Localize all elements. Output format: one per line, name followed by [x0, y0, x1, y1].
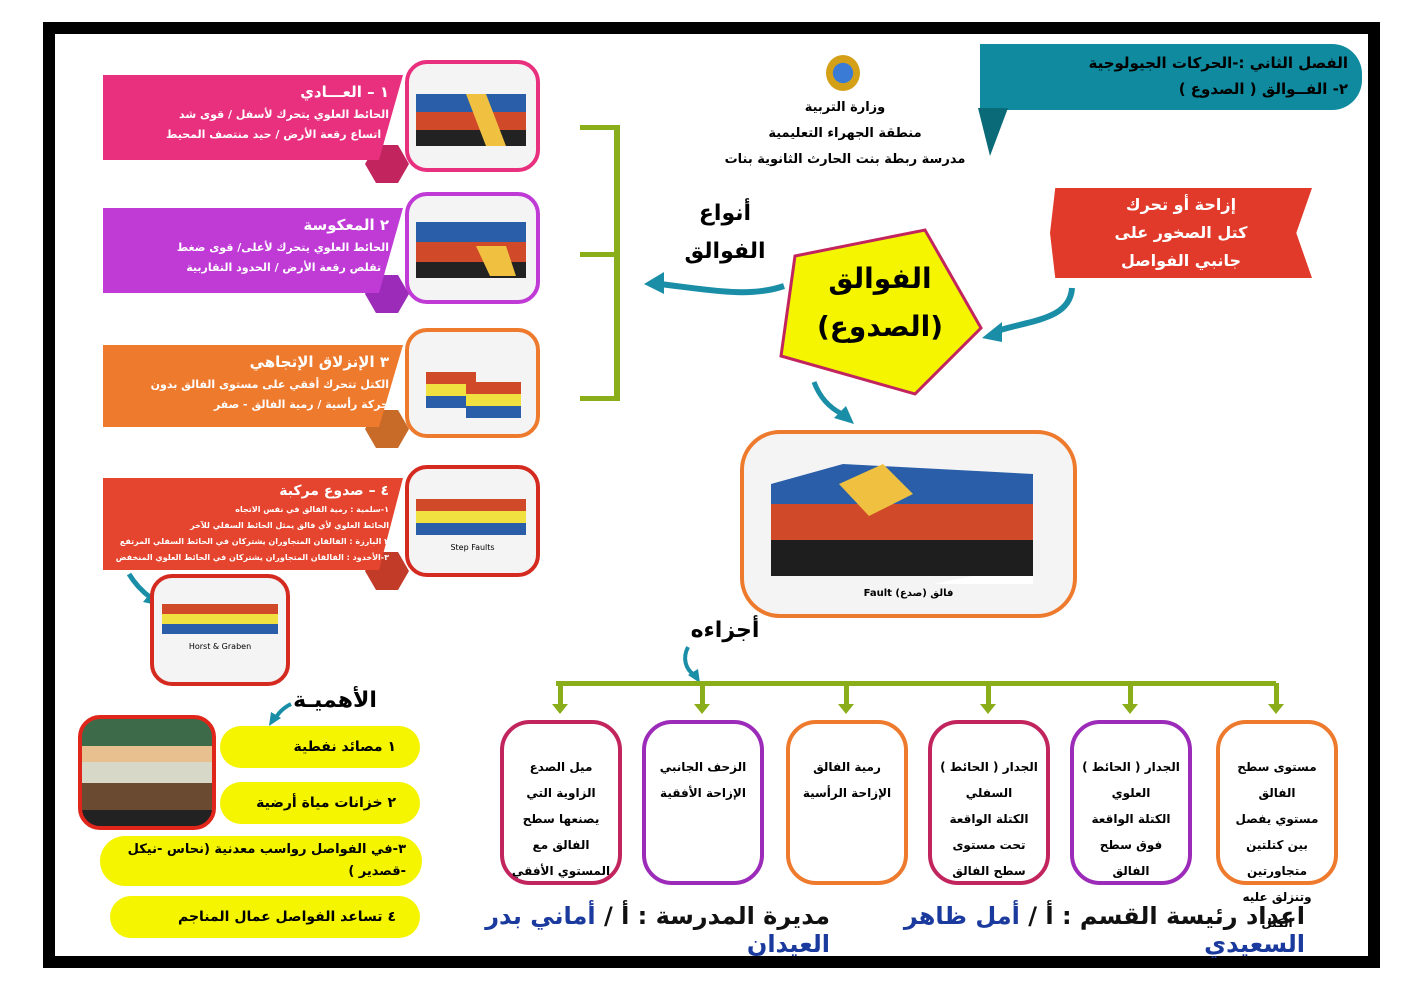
part-desc: مستوي يفصل بين كتلتين متجاورتين وتنزلق ع…: [1235, 812, 1319, 930]
definition-banner: إزاحة أو تحرك كتل الصخور على جانبي الفوا…: [1050, 188, 1312, 278]
center-line1: الفوالق: [828, 262, 932, 295]
bracket-top: [580, 125, 620, 130]
types-label-line2: الفوالق: [684, 239, 766, 264]
bracket-vertical: [614, 125, 620, 400]
part-title: الزحف الجانبي: [659, 760, 747, 774]
part-desc: الكتلة الواقعة فوق سطح الفالق: [1091, 812, 1171, 878]
type-desc: ٣-الأخدود : الفالقان المتجاوران يشتركان …: [115, 553, 389, 562]
arrow-down-icon: [1122, 704, 1138, 714]
step-faults-label: Step Faults: [450, 543, 495, 552]
strike-slip-image: [405, 328, 540, 438]
type-title: ٣ الإنزلاق الإتجاهي: [249, 353, 389, 371]
center-line2: (الصدوع): [817, 310, 943, 343]
bracket-bottom: [580, 396, 620, 401]
type-desc: ١-سلمية : رمية الفالق في نفس الاتجاه: [235, 505, 389, 514]
type-title: ٢ المعكوسة: [303, 216, 389, 234]
footer-principal: مديرة المدرسة : أ / أماني بدر العيدان: [450, 902, 830, 958]
type-reverse: ٢ المعكوسة الحائط العلوي يتحرك لأعلى/ قو…: [103, 208, 403, 293]
head-label: اعداد رئيسة القسم : أ /: [1019, 902, 1305, 930]
emblem-logo: [826, 55, 860, 91]
arrow-down-icon: [694, 704, 710, 714]
type-desc: الكتل تتحرك أفقي على مستوى الفالق بدون: [150, 378, 389, 391]
part-title: ميل الصدع: [529, 760, 593, 774]
arrow-down-icon: [552, 704, 568, 714]
definition-line3: جانبي الفواصل: [1120, 251, 1242, 270]
type-desc: الحائط العلوي لأي فالق يمثل الحائط السفل…: [190, 521, 389, 530]
principal-name: أماني بدر العيدان: [485, 902, 830, 958]
center-title: الفوالق (الصدوع): [790, 255, 970, 351]
part-desc: الإزاحة الأفقية: [660, 786, 746, 800]
part-title: الجدار ( الحائط ) العلوي: [1082, 760, 1180, 800]
type-strike-slip: ٣ الإنزلاق الإتجاهي الكتل تتحرك أفقي على…: [103, 345, 403, 427]
part-title: الجدار ( الحائط ) السفلي: [940, 760, 1038, 800]
district-name: منطقة الجهراء التعليمية: [768, 126, 922, 141]
part-desc: الزاوية التي يصنعها سطح الفالق مع المستو…: [511, 786, 611, 878]
arrow-down-icon: [980, 704, 996, 714]
ministry-name: وزارة التربية: [804, 100, 886, 115]
part-desc: الإزاحة الرأسية: [802, 786, 892, 800]
arrow-icon: [811, 381, 854, 424]
part-title: مستوى سطح الفالق: [1237, 760, 1317, 800]
fault-label: فالق (صدع) Fault: [863, 588, 954, 599]
type-desc: / اتساع رقعة الأرض / حيد منتصف المحيط: [165, 128, 389, 141]
part-box: مستوى سطح الفالق مستوي يفصل بين كتلتين م…: [1216, 720, 1338, 930]
normal-fault-image: [405, 60, 540, 172]
parts-arrow-stem: [844, 683, 849, 707]
arrow-icon: [269, 702, 292, 726]
title-line1: الفصل الثاني :-الحركات الجيولوجية: [1088, 54, 1349, 72]
horst-graben-image: Horst & Graben: [150, 574, 290, 686]
principal-label: مديرة المدرسة : أ /: [595, 902, 830, 930]
horst-graben-label: Horst & Graben: [188, 642, 252, 651]
type-compound: ٤ – صدوع مركبة ١-سلمية : رمية الفالق في …: [103, 478, 403, 570]
part-desc: الكتلة الواقعة تحت مستوى سطح الفالق: [949, 812, 1029, 878]
importance-item: ٤ تساعد الفواصل عمال المناجم: [110, 896, 420, 938]
type-title: ١ – العـــادي: [300, 83, 389, 101]
title-banner: الفصل الثاني :-الحركات الجيولوجية ٢- الف…: [980, 44, 1362, 110]
step-faults-image: Step Faults: [405, 465, 540, 577]
school-header: وزارة التربية منطقة الجهراء التعليمية مد…: [700, 95, 990, 173]
importance-item: ٢ خزانات مياة أرضية: [220, 782, 420, 824]
type-desc: / تقلص رقعة الأرض / الحدود التقاربية: [186, 261, 389, 274]
part-box: رمية الفالق الإزاحة الرأسية: [786, 720, 908, 885]
arrow-icon: [683, 646, 700, 683]
bracket-mid1: [580, 252, 620, 257]
arrow-icon: [644, 272, 785, 296]
arrow-down-icon: [838, 704, 854, 714]
arrow-icon: [982, 287, 1075, 342]
definition-line1: إزاحة أو تحرك: [1125, 195, 1237, 214]
reverse-fault-image: [405, 192, 540, 304]
school-name: مدرسة ربطة بنت الحارث الثانوية بنات: [724, 152, 966, 167]
part-box: الجدار ( الحائط ) العلوي الكتلة الواقعة …: [1070, 720, 1192, 885]
fault-parts-diagram: فالق (صدع) Fault: [740, 430, 1077, 618]
oil-trap-image: [78, 715, 216, 830]
type-normal: ١ – العـــادي الحائط العلوي يتحرك لأسفل …: [103, 75, 403, 160]
part-box: الجدار ( الحائط ) السفلي الكتلة الواقعة …: [928, 720, 1050, 885]
parts-arrow-stem: [1128, 683, 1133, 707]
part-box: الزحف الجانبي الإزاحة الأفقية: [642, 720, 764, 885]
types-label-line1: أنواع: [698, 201, 752, 226]
arrow-down-icon: [1268, 704, 1284, 714]
center-pentagon: [779, 228, 983, 396]
part-title: رمية الفالق: [813, 760, 881, 774]
part-box: ميل الصدع الزاوية التي يصنعها سطح الفالق…: [500, 720, 622, 885]
definition-line2: كتل الصخور على: [1114, 223, 1248, 242]
importance-item: ٣-في الفواصل رواسب معدنية (نحاس -نيكل -ق…: [100, 836, 422, 886]
footer-head: اعداد رئيسة القسم : أ / أمل ظاهر السعيدي: [860, 902, 1305, 958]
parts-connector: [556, 681, 1276, 686]
parts-arrow-stem: [700, 683, 705, 707]
parts-label: أجزاءه: [690, 618, 760, 643]
type-desc: حركة رأسية / رمية الفالق - صفر: [213, 398, 389, 411]
title-line2: ٢- الفــوالق ( الصدوع ): [1178, 80, 1348, 98]
type-desc: ٢ البارزة : الفالقان المتجاوران يشتركان …: [119, 537, 389, 546]
parts-arrow-stem: [986, 683, 991, 707]
parts-arrow-stem: [1274, 683, 1279, 707]
type-desc: الحائط العلوي يتحرك لأعلى/ قوى ضغط: [176, 241, 389, 254]
type-desc: الحائط العلوي يتحرك لأسفل / قوى شد: [178, 108, 389, 121]
importance-item: ١ مصائد نفطية: [220, 726, 420, 768]
parts-arrow-stem: [558, 683, 563, 707]
types-label: أنواع الفوالق: [660, 195, 790, 271]
head-name: أمل ظاهر السعيدي: [903, 902, 1305, 958]
type-title: ٤ – صدوع مركبة: [279, 483, 389, 499]
importance-title: الأهميـة: [293, 688, 377, 713]
